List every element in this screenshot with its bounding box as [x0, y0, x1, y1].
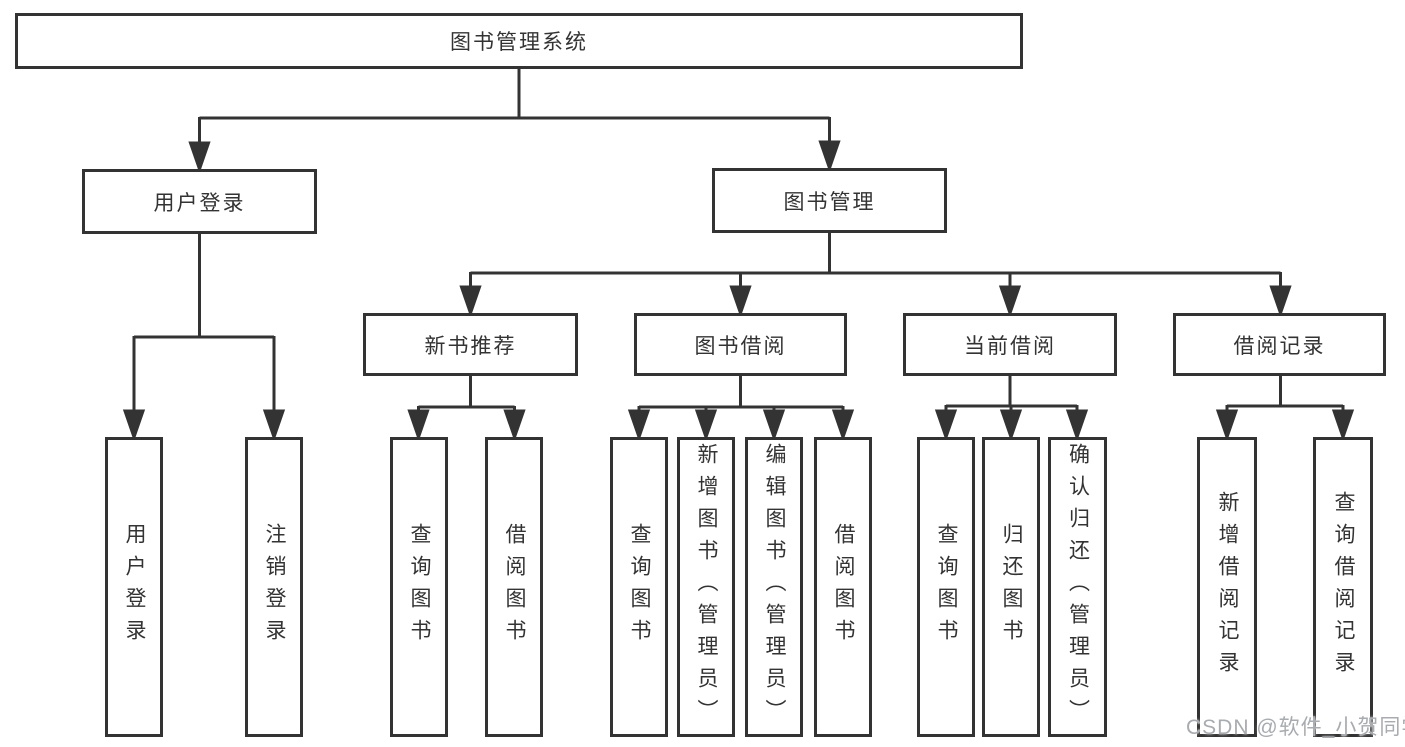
leaf-borrowing-borrow-books-label: 借阅图书	[832, 523, 856, 651]
leaf-user-login-label: 用户登录	[123, 523, 147, 651]
node-user-login: 用户登录	[82, 169, 317, 234]
leaf-current-query-books: 查询图书	[917, 437, 975, 737]
leaf-records-add-borrow-record-label: 新增借阅记录	[1216, 491, 1240, 683]
leaf-records-query-borrow-record: 查询借阅记录	[1313, 437, 1373, 737]
leaf-borrowing-edit-books-admin: 编辑图书（管理员）	[745, 437, 803, 737]
leaf-logout-login-label: 注销登录	[263, 523, 287, 651]
leaf-current-query-books-label: 查询图书	[935, 523, 959, 651]
leaf-current-return-books: 归还图书	[982, 437, 1040, 737]
leaf-newbooks-query-books: 查询图书	[390, 437, 448, 737]
leaf-records-add-borrow-record: 新增借阅记录	[1197, 437, 1257, 737]
node-borrowing-records: 借阅记录	[1173, 313, 1386, 376]
connector-new-book-recommendation-to-leaves	[407, 374, 526, 442]
leaf-borrowing-query-books-label: 查询图书	[628, 523, 652, 651]
leaf-logout-login: 注销登录	[245, 437, 303, 737]
leaf-borrowing-borrow-books: 借阅图书	[814, 437, 872, 737]
leaf-current-confirm-return-admin-label: 确认归还（管理员）	[1066, 443, 1090, 731]
leaf-borrowing-add-books-admin-label: 新增图书（管理员）	[695, 443, 719, 731]
connector-book-management-to-level3	[459, 231, 1292, 318]
node-book-management: 图书管理	[712, 168, 947, 233]
node-new-book-recommendation: 新书推荐	[363, 313, 578, 376]
leaf-borrowing-query-books: 查询图书	[610, 437, 668, 737]
leaf-user-login: 用户登录	[105, 437, 163, 737]
leaf-newbooks-borrow-books-label: 借阅图书	[503, 523, 527, 651]
node-current-borrowing: 当前借阅	[903, 313, 1117, 376]
leaf-current-confirm-return-admin: 确认归还（管理员）	[1048, 437, 1107, 737]
leaf-current-return-books-label: 归还图书	[1000, 523, 1024, 651]
leaf-records-query-borrow-record-label: 查询借阅记录	[1332, 491, 1356, 683]
connector-current-borrowing-to-leaves	[934, 374, 1089, 442]
node-root: 图书管理系统	[15, 13, 1023, 69]
connector-user-login-to-leaves	[122, 232, 286, 442]
node-book-borrowing: 图书借阅	[634, 313, 847, 376]
connector-borrowing-records-to-leaves	[1215, 374, 1355, 442]
leaf-newbooks-query-books-label: 查询图书	[408, 523, 432, 651]
leaf-newbooks-borrow-books: 借阅图书	[485, 437, 543, 737]
connector-book-borrowing-to-leaves	[627, 374, 855, 442]
csdn-watermark: CSDN @软件_小贺同学	[1186, 716, 1405, 739]
leaf-borrowing-edit-books-admin-label: 编辑图书（管理员）	[763, 443, 787, 731]
connector-root-to-level2	[188, 67, 841, 174]
leaf-borrowing-add-books-admin: 新增图书（管理员）	[677, 437, 735, 737]
